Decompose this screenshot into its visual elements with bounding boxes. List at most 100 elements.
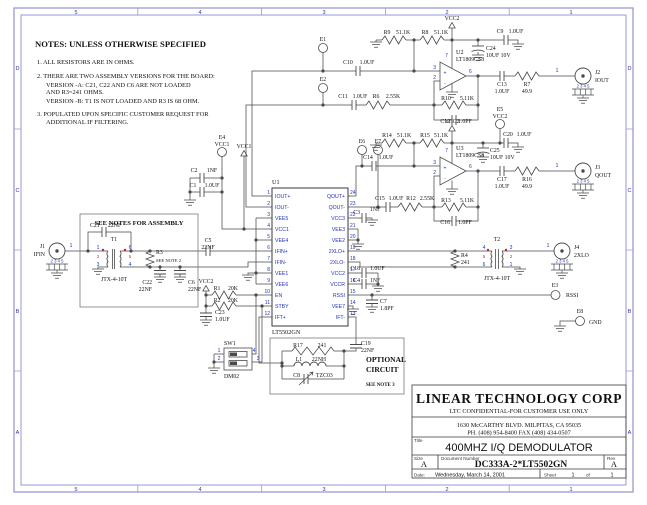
c16-ref: C16 [440,220,450,226]
terminal-e3: E3 RSSI [550,283,578,300]
resistor-r8: R8 51.1K [419,30,449,45]
resistor-r15: R15 51.1K [419,133,449,148]
capacitor-c6: C6 22NF [173,270,202,293]
c21-ref: C21 [90,223,100,229]
c17-val: 1.0UF [495,184,510,190]
u1-part: LT5502GN [272,329,301,336]
resistor-r7: R7 49.9 [514,71,540,95]
e2-label: E2 [320,77,327,83]
sheet-total: 1 [610,473,613,479]
rev-label: Rev [607,456,616,461]
u2-pin3: 3 [433,65,436,71]
note-3: 3. POPULATED UPON SPECIFIC CUSTOMER REQU… [37,111,209,118]
c18-ref: C18 [350,266,360,272]
r7-val: 49.9 [522,89,532,95]
e1-label: E1 [320,37,327,43]
resistor-r13: R13 5.11K [441,198,475,212]
u1-pin-num: 5 [267,234,270,240]
c20-val: 1.0UF [517,132,532,138]
u1-pin-name: VEE1 [275,271,288,277]
resistor-r6: R6 2.55K [365,94,401,110]
c8-ref: C8 [293,373,300,379]
c10-val: 1.0UF [360,60,375,66]
c4-ref: C4 [353,278,360,284]
e5-net: VCC2 [493,114,508,120]
sw1-pin: 2 [218,356,221,362]
u1-pin-num: 15 [350,289,356,295]
c1-val: 1.0UF [205,183,220,189]
e5-label: E5 [497,107,504,113]
c14-val: 1.0UF [379,155,394,161]
resistor-r12: R12 2.55K [397,196,435,212]
sw1-pin: 1 [218,348,221,354]
notes-title: NOTES: UNLESS OTHERWISE SPECIFIED [35,39,206,49]
t1-pin: 6 [129,245,132,251]
capacitor-c22: C22 22NF [139,270,167,293]
rev-value: A [611,459,618,469]
resistor-r4: R4 241 [450,250,470,268]
r14-val: 51.1K [397,133,412,139]
u1-pin-num: 1 [267,190,270,196]
c23-val: 1.0UF [215,317,230,323]
notes-block: NOTES: UNLESS OTHERWISE SPECIFIED 1. ALL… [35,39,215,126]
u3-ref: U3 [456,145,464,152]
optional-circuit-box: OPTIONAL CIRCUIT SEE NOTE 3 [269,337,406,395]
u2-minus: - [444,81,446,87]
j2-pin1: 1 [556,68,559,74]
vcc2-arrow-u3: VCC2 [445,119,460,132]
r16-ref: R16 [522,177,532,183]
ic-u1: U1 LT5502GN 1 2 3 4 5 6 7 8 9 10 11 12 I… [264,179,355,336]
sheet-label: Sheet [544,473,557,478]
c8-val: TZC03 [316,373,333,379]
u1-pin-name: QOUT- [329,205,346,211]
j1-pin1: 1 [70,243,73,249]
l1-ref: L1 [296,357,303,363]
capacitor-c13: C13 1.0UF [495,70,510,95]
drawing-title: 400MHZ I/Q DEMODULATOR [445,442,593,454]
t1-part: JTX-4-10T [101,277,128,283]
u3-plus: + [444,166,447,172]
j4-pin1: 1 [547,243,550,249]
j4-ref: J4 [574,245,579,251]
c11-ref: C11 [338,94,348,100]
c25-ref: C25 [490,148,500,154]
resistor-r17: R17 241 [291,343,335,356]
note-3a: ADDITIONAL IF FILTERING. [46,119,129,126]
r2-ref: R2 [214,298,221,304]
optional-line2: CIRCUIT [366,365,399,374]
capacitor-c24: C24 10UF 10V [471,45,511,61]
wire [258,316,282,364]
u1-pin-num: 21 [350,223,356,229]
capacitor-c1: C1 1.0UF [183,183,220,206]
u1-pin-num: 20 [350,234,356,240]
j3-pin1: 1 [556,163,559,169]
u3-pin6: 6 [469,164,472,170]
vcc1-arrow: VCC1 [237,144,252,157]
u1-pin-num: 7 [267,256,270,262]
u1-pin-num: 14 [350,300,356,306]
c14-ref: C14 [363,155,373,161]
zone-bot-1: 1 [569,487,572,493]
vcc2-arrow-sw: VCC2 [199,279,214,292]
optional-note: SEE NOTE 3 [366,383,395,388]
capacitor-c11: C11 1.0UF [338,94,368,111]
u1-pin-name: VCC1 [275,227,289,233]
u1-pin-name: VEE5 [275,216,288,222]
zone-top-3: 3 [322,10,325,16]
capacitor-c3: C3 1NF [353,207,381,226]
capacitor-c25: C25 10UF 10V [476,147,515,163]
u1-pin-num: 3 [267,212,270,218]
connector-j4: J4 2XLO 2 3 4 5 1 [547,242,589,279]
u3-minus: - [444,176,446,182]
r3-note: SEE NOTE 2 [156,258,182,263]
c18-val: 1.0UF [370,266,385,272]
zone-top-4: 4 [198,10,201,16]
r3-ref: R3 [156,250,163,256]
u2-pin6: 6 [469,69,472,75]
zone-left-a: A [16,430,20,436]
u1-pin-name: STBY [275,304,289,310]
u1-pin-num: 8 [267,267,270,273]
c2-val: 1NF [207,168,218,174]
c25-val: 10UF 10V [490,155,515,161]
r15-ref: R15 [420,133,430,139]
